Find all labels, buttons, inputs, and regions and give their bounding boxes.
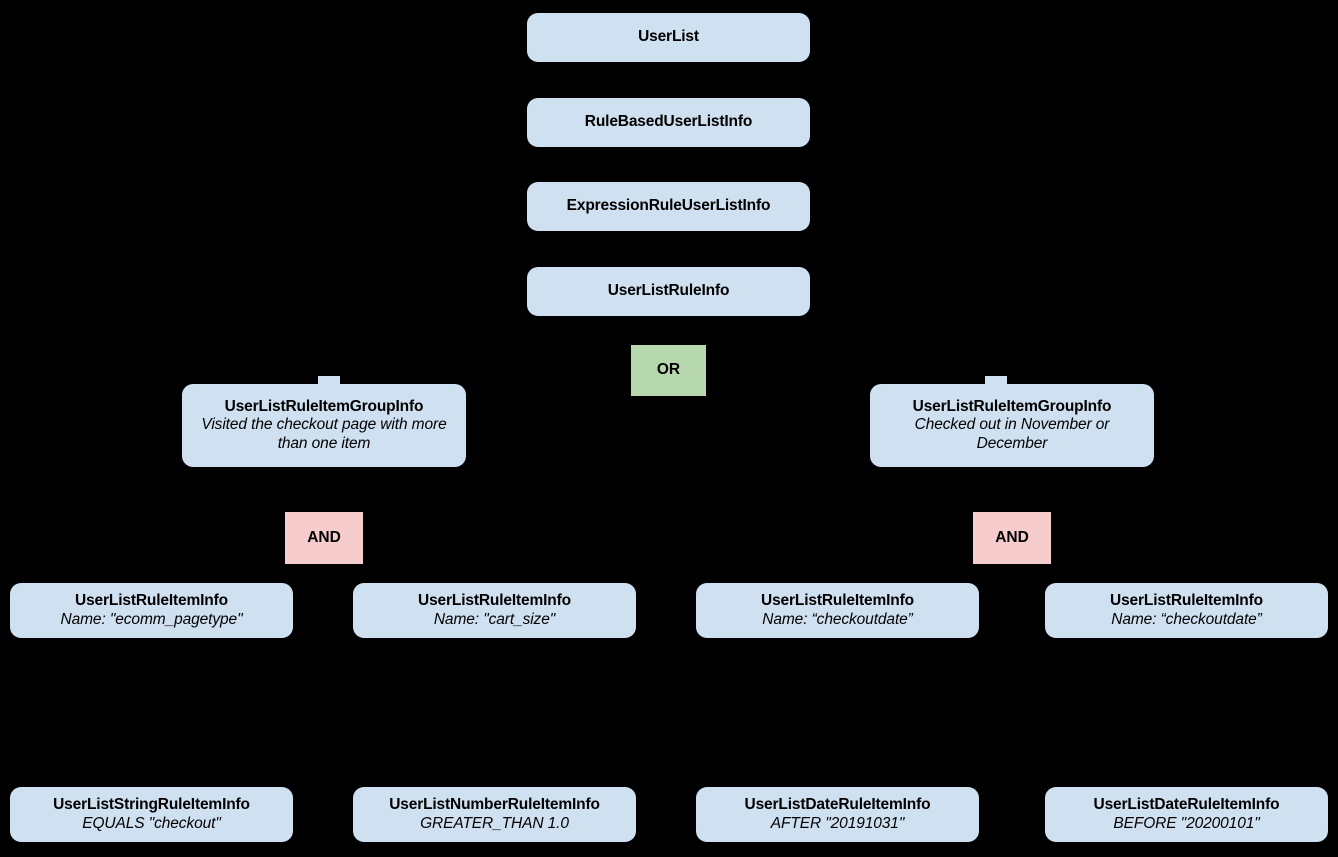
node-title: UserListRuleItemInfo [418, 592, 571, 610]
node-title: UserListRuleItemInfo [1110, 592, 1263, 610]
node-title: UserListRuleItemInfo [75, 592, 228, 610]
node-subtitle: Name: “checkoutdate” [1111, 610, 1262, 628]
node-title: UserListNumberRuleItemInfo [389, 796, 600, 814]
node-subtitle: Name: "cart_size" [433, 610, 556, 628]
node-subtitle: EQUALS "checkout" [82, 814, 221, 832]
node-title: UserListRuleItemGroupInfo [912, 398, 1112, 416]
node-title: ExpressionRuleUserListInfo [566, 197, 771, 215]
stub-group-right [985, 376, 1007, 386]
node-subtitle: BEFORE "20200101" [1113, 814, 1260, 832]
node-title: UserListDateRuleItemInfo [1093, 796, 1280, 814]
node-subtitle: Checked out in November or December [914, 416, 1110, 452]
node-title: UserList [638, 28, 699, 46]
node-title: UserListRuleItemGroupInfo [224, 398, 424, 416]
node-user-list[interactable]: UserList [527, 13, 810, 62]
node-expression-rule-user-list-info[interactable]: ExpressionRuleUserListInfo [527, 182, 810, 231]
node-title: UserListDateRuleItemInfo [744, 796, 931, 814]
node-rule-based-user-list-info[interactable]: RuleBasedUserListInfo [527, 98, 810, 147]
node-user-list-rule-info[interactable]: UserListRuleInfo [527, 267, 810, 316]
node-operator-and-right[interactable]: AND [973, 512, 1051, 564]
node-operator-and-left[interactable]: AND [285, 512, 363, 564]
node-subtitle: AFTER "20191031" [770, 814, 905, 832]
node-title: RuleBasedUserListInfo [584, 113, 753, 131]
node-subtitle: Visited the checkout page with more than… [201, 416, 447, 452]
node-title: UserListRuleItemInfo [761, 592, 914, 610]
node-title: UserListRuleInfo [607, 282, 730, 300]
operator-label: AND [995, 528, 1029, 546]
node-subtitle: GREATER_THAN 1.0 [420, 814, 569, 832]
node-subtitle: Name: "ecomm_pagetype" [60, 610, 243, 628]
node-subtitle: Name: “checkoutdate” [762, 610, 913, 628]
operator-label: AND [307, 528, 341, 546]
node-title: UserListStringRuleItemInfo [53, 796, 250, 814]
node-operator-or[interactable]: OR [631, 345, 706, 396]
operator-label: OR [656, 361, 681, 379]
stub-group-left [318, 376, 340, 386]
